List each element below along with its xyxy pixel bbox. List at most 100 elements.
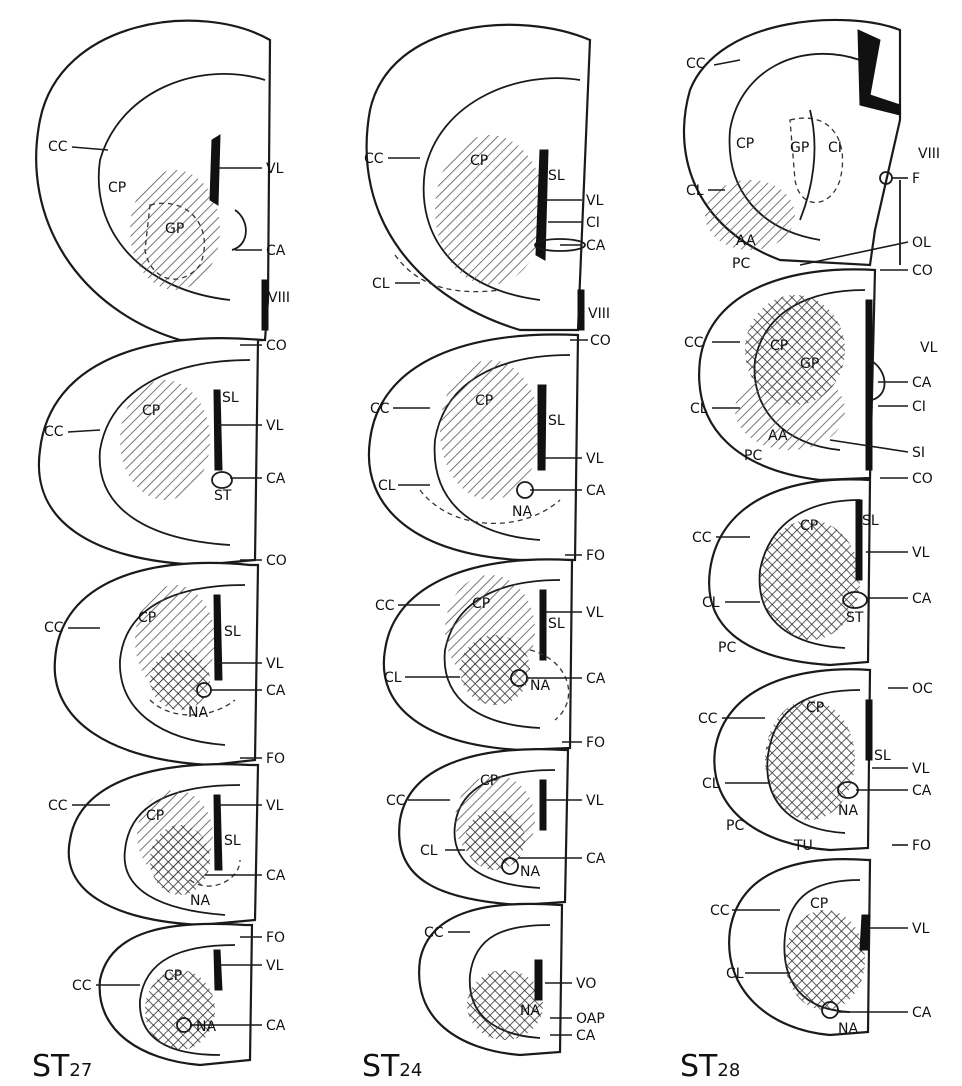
label-cp: CP — [470, 153, 488, 169]
label-cl: CL — [384, 670, 402, 686]
label-vl: VL — [912, 921, 930, 937]
section-st28-5 — [729, 859, 870, 1035]
section-st24-2 — [369, 334, 578, 560]
label-sl: SL — [874, 748, 891, 764]
label-cp: CP — [138, 610, 156, 626]
label-co: CO — [912, 471, 933, 487]
label-pc: PC — [726, 818, 744, 834]
label-ca: CA — [586, 851, 606, 867]
label-pc: PC — [718, 640, 736, 656]
label-ca: CA — [912, 1005, 932, 1021]
label-cp: CP — [108, 180, 126, 196]
series-titles: ST27 ST 24 ST28 — [32, 1049, 740, 1084]
label-sl: SL — [548, 168, 565, 184]
series-title-sub: 27 — [69, 1060, 92, 1081]
label-ca: CA — [912, 591, 932, 607]
label-v3: VIII — [918, 146, 940, 162]
label-cp: CP — [810, 896, 828, 912]
label-na: NA — [190, 893, 210, 909]
label-cl: CL — [690, 401, 708, 417]
label-fo: FO — [266, 751, 285, 767]
label-vl: VL — [586, 793, 604, 809]
label-vl: VL — [586, 605, 604, 621]
label-cp: CP — [480, 773, 498, 789]
label-cp: CP — [475, 393, 493, 409]
label-vl: VL — [266, 418, 284, 434]
series-title-st27: ST27 — [32, 1049, 92, 1084]
label-co: CO — [266, 553, 287, 569]
label-cl: CL — [372, 276, 390, 292]
label-cc: CC — [698, 711, 718, 727]
label-ci: CI — [828, 140, 842, 156]
label-aa: AA — [736, 233, 756, 249]
label-ca: CA — [266, 683, 286, 699]
label-na: NA — [196, 1019, 216, 1035]
label-ca: CA — [266, 868, 286, 884]
label-cl: CL — [726, 966, 744, 982]
label-cp: CP — [146, 808, 164, 824]
label-cp: CP — [800, 518, 818, 534]
label-pc: PC — [744, 448, 762, 464]
label-cc: CC — [710, 903, 730, 919]
label-vl: VL — [586, 451, 604, 467]
label-cc: CC — [44, 424, 64, 440]
label-vl: VL — [266, 161, 284, 177]
label-oc: OC — [912, 681, 933, 697]
label-na: NA — [188, 705, 208, 721]
label-ca: CA — [586, 483, 606, 499]
label-v3: VIII — [268, 290, 290, 306]
label-fo: FO — [586, 735, 605, 751]
label-st: ST — [214, 488, 232, 504]
label-cl: CL — [378, 478, 396, 494]
label-sl: SL — [222, 390, 239, 406]
series-title-st28: ST28 — [680, 1049, 740, 1084]
series-title-main: ST — [680, 1049, 718, 1084]
label-cc: CC — [692, 530, 712, 546]
label-ci: CI — [586, 215, 600, 231]
section-st27-3 — [55, 563, 258, 765]
section-st24-3 — [384, 559, 572, 750]
label-na: NA — [520, 864, 540, 880]
label-na: NA — [838, 803, 858, 819]
label-sl: SL — [224, 624, 241, 640]
label-cp: CP — [472, 596, 490, 612]
label-cc: CC — [72, 978, 92, 994]
label-cc: CC — [686, 56, 706, 72]
label-cl: CL — [702, 776, 720, 792]
label-cc: CC — [424, 925, 444, 941]
label-vl: VL — [586, 193, 604, 209]
label-ca: CA — [266, 471, 286, 487]
label-cl: CL — [420, 843, 438, 859]
label-ol: OL — [912, 235, 931, 251]
label-vl: VL — [266, 798, 284, 814]
label-vo: VO — [576, 976, 596, 992]
section-st27-2 — [39, 338, 262, 565]
label-st: ST — [846, 610, 864, 626]
label-fo: FO — [586, 548, 605, 564]
label-co: CO — [912, 263, 933, 279]
label-gp: GP — [165, 221, 184, 237]
label-cl: CL — [686, 183, 704, 199]
label-fo: FO — [266, 930, 285, 946]
label-gp: GP — [800, 356, 819, 372]
label-ca: CA — [586, 671, 606, 687]
section-st28-2 — [699, 269, 884, 480]
label-ca: CA — [266, 243, 286, 259]
label-vl: VL — [912, 761, 930, 777]
section-st27-1 — [36, 21, 270, 340]
label-cp: CP — [770, 338, 788, 354]
label-co: CO — [266, 338, 287, 354]
label-cl: CL — [702, 595, 720, 611]
series-title-sub: 24 — [399, 1060, 422, 1081]
label-cc: CC — [48, 798, 68, 814]
label-cc: CC — [44, 620, 64, 636]
label-cc: CC — [684, 335, 704, 351]
label-si: SI — [912, 445, 925, 461]
label-sl: SL — [548, 616, 565, 632]
label-co: CO — [590, 333, 611, 349]
label-ca: CA — [912, 375, 932, 391]
section-st28-3 — [709, 479, 870, 665]
label-vl: VL — [266, 958, 284, 974]
label-sl: SL — [224, 833, 241, 849]
